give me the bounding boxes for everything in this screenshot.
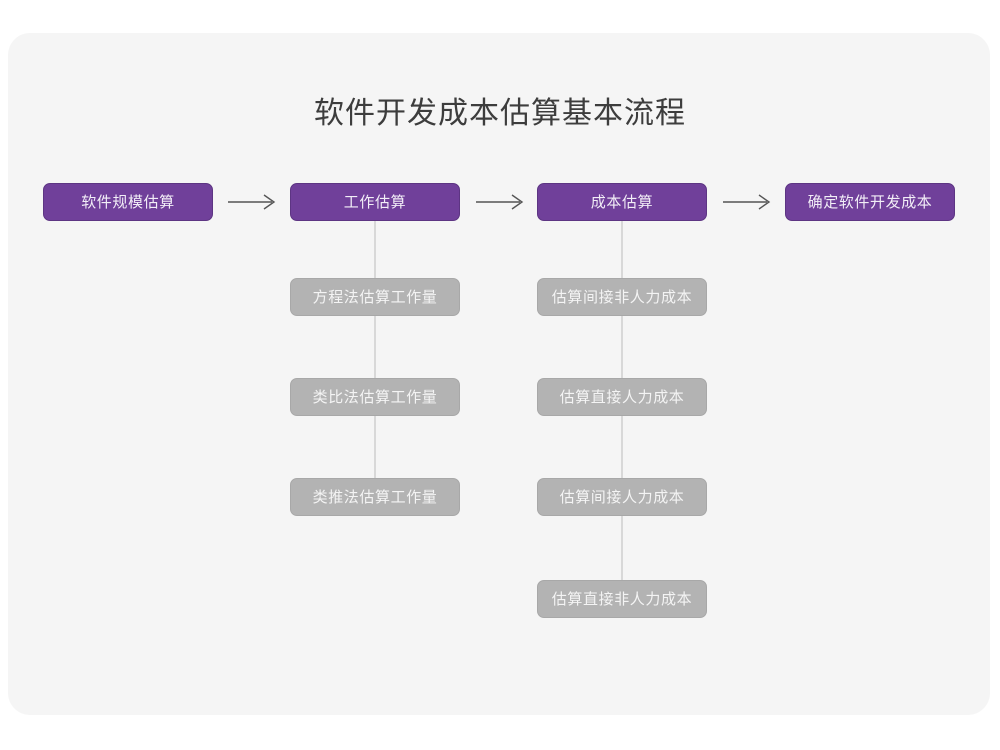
sub-step-cost-3[interactable]: 估算间接人力成本: [537, 478, 707, 516]
sub-step-cost-2[interactable]: 估算直接人力成本: [537, 378, 707, 416]
page-title: 软件开发成本估算基本流程: [314, 97, 686, 130]
arrow-3-icon: [723, 192, 771, 212]
sub-step-work-3[interactable]: 类推法估算工作量: [290, 478, 460, 516]
main-step-4[interactable]: 确定软件开发成本: [785, 183, 955, 221]
arrow-1-icon: [228, 192, 276, 212]
main-step-2[interactable]: 工作估算: [290, 183, 460, 221]
main-step-3[interactable]: 成本估算: [537, 183, 707, 221]
sub-step-cost-1[interactable]: 估算间接非人力成本: [537, 278, 707, 316]
sub-step-work-1[interactable]: 方程法估算工作量: [290, 278, 460, 316]
arrow-2-icon: [476, 192, 524, 212]
diagram-card: [8, 33, 990, 715]
sub-step-cost-4[interactable]: 估算直接非人力成本: [537, 580, 707, 618]
main-step-1[interactable]: 软件规模估算: [43, 183, 213, 221]
sub-step-work-2[interactable]: 类比法估算工作量: [290, 378, 460, 416]
connector-stem-work: [374, 220, 376, 500]
